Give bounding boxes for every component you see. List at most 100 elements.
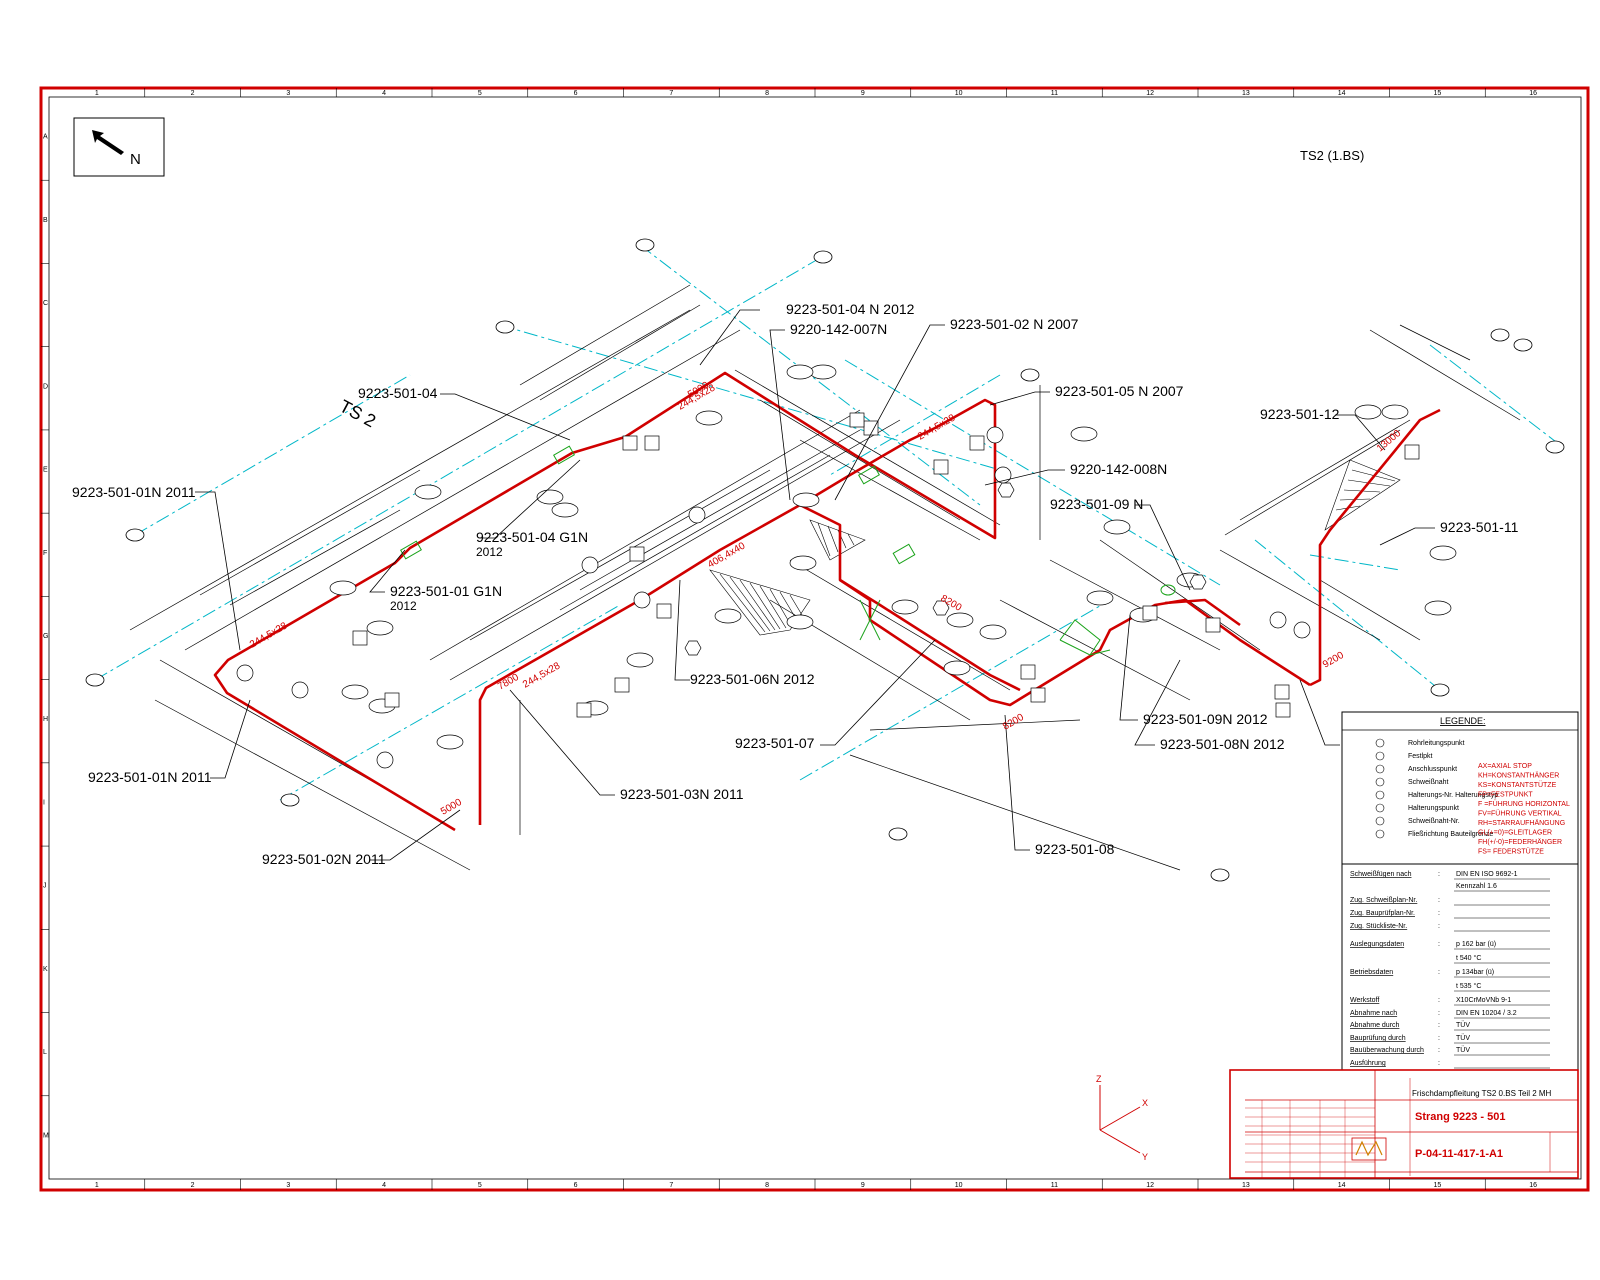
- data-row-value: DIN EN 10204 / 3.2: [1456, 1010, 1517, 1017]
- svg-text::: :: [1438, 969, 1440, 976]
- legend-symbol-icon: [1375, 751, 1385, 761]
- data-row-label: Zug. Stückliste-Nr.: [1350, 923, 1407, 930]
- grid-number: 2: [191, 90, 195, 97]
- pipe-label: 244,5x28: [248, 620, 290, 650]
- title-block: Frischdampfleitung TS2 0.BS Teil 2 MH St…: [1229, 1069, 1579, 1179]
- data-row-label: Bauüberwachung durch: [1350, 1047, 1424, 1054]
- ref-label: 9223-501-04 N 2012: [786, 301, 915, 317]
- support-box-icon: [622, 435, 638, 451]
- data-row-label: Schweißfügen nach: [1350, 871, 1412, 878]
- legend-code: FS= FEDERSTÜTZE: [1478, 848, 1544, 856]
- weld-hex-icon: [1189, 574, 1207, 590]
- pipe-label: 8200: [1001, 712, 1026, 733]
- legend-symbol-label: Festlpkt: [1408, 753, 1433, 760]
- support-tag-icon: [1354, 404, 1382, 420]
- grid-letter: A: [43, 134, 48, 141]
- support-box-icon: [1404, 444, 1420, 460]
- pipe-label: 13000: [1375, 428, 1404, 455]
- data-row-label: Ausführung: [1350, 1060, 1386, 1067]
- leader-lines: [195, 309, 1435, 861]
- grid-letter: F: [43, 550, 47, 557]
- data-row-value: p 134bar (ü): [1456, 969, 1494, 976]
- ref-label: 9223-501-04: [358, 385, 438, 401]
- legend-symbol-icon: [1375, 829, 1385, 839]
- legend-symbol-icon: [1375, 738, 1385, 748]
- legend-code: KH=KONSTANTHÄNGER: [1478, 772, 1559, 780]
- north-arrow-icon: [92, 130, 124, 155]
- node-circle-icon: [291, 681, 309, 699]
- weld-hex-icon: [932, 600, 950, 616]
- data-row-label: Auslegungsdaten: [1350, 941, 1404, 948]
- grid-number: 5: [478, 90, 482, 97]
- pipe-label: 244,5x28: [916, 412, 958, 442]
- grid-number: 13: [1242, 90, 1250, 97]
- support-tag-icon: [1103, 519, 1131, 535]
- legend-symbol-label: Schweißnaht: [1408, 779, 1449, 786]
- grid-number: 13: [1242, 1182, 1250, 1189]
- data-row-value: DIN EN ISO 9692-1: [1456, 871, 1518, 878]
- support-box-icon: [629, 546, 645, 562]
- legend-title: LEGENDE:: [1440, 716, 1486, 726]
- data-row-value: p 162 bar (ü): [1456, 941, 1496, 948]
- legend-code: F =FÜHRUNG HORIZONTAL: [1478, 800, 1570, 808]
- legend-symbol-icon: [1375, 816, 1385, 826]
- support-tag-icon: [1070, 426, 1098, 442]
- grid-letter: H: [43, 716, 48, 723]
- support-tag-icon: [329, 580, 357, 596]
- legend-code: RH=STARRAUFHÄNGUNG: [1478, 819, 1565, 827]
- grid-number: 7: [669, 1182, 673, 1189]
- grid-number: 2: [191, 1182, 195, 1189]
- grid-letter: J: [43, 883, 47, 890]
- support-tag-icon: [946, 612, 974, 628]
- grid-number: 4: [382, 90, 386, 97]
- data-row-label: Zug. Schweißplan-Nr.: [1350, 897, 1417, 904]
- data-row-label: Zug. Bauprüfplan-Nr.: [1350, 910, 1415, 917]
- drawing-number: P-04-11-417-1-A1: [1415, 1148, 1503, 1160]
- legend-symbol-label: Halterungs-Nr. Halterungstyp: [1408, 792, 1498, 799]
- ref-label: 9223-501-05 N 2007: [1055, 383, 1184, 399]
- support-tag-icon: [891, 599, 919, 615]
- support-box-icon: [614, 677, 630, 693]
- node-circle-icon: [994, 466, 1012, 484]
- data-row-value: t 535 °C: [1456, 982, 1481, 990]
- grid-letter: M: [43, 1132, 49, 1139]
- legend-symbol-icon: [1375, 790, 1385, 800]
- support-box-icon: [1205, 617, 1221, 633]
- grid-number: 3: [286, 90, 290, 97]
- support-tag-icon: [714, 608, 742, 624]
- support-tag-icon: [1381, 404, 1409, 420]
- ref-label: 9223-501-09N 2012: [1143, 711, 1268, 727]
- legend-codes: AX=AXIAL STOPKH=KONSTANTHÄNGERKS=KONSTAN…: [1478, 763, 1570, 856]
- pipe-label: 9200: [1321, 650, 1346, 671]
- grid-number: 7: [669, 90, 673, 97]
- svg-text::: :: [1438, 1047, 1440, 1054]
- node-circle-icon: [236, 664, 254, 682]
- node-circle-icon: [581, 556, 599, 574]
- node-circle-icon: [1269, 611, 1287, 629]
- support-tag-icon: [695, 410, 723, 426]
- drawing-frame: [39, 86, 1590, 1192]
- coordinate-axes-icon: [1099, 1085, 1141, 1154]
- legend-symbol-label: Halterungspunkt: [1408, 805, 1459, 812]
- support-tag-icon: [943, 660, 971, 676]
- data-row-value: X10CrMoVNb 9-1: [1456, 997, 1511, 1004]
- ref-label: 9223-501-02N 2011: [262, 851, 386, 867]
- grid-number: 15: [1433, 1182, 1441, 1189]
- support-tag-icon: [626, 652, 654, 668]
- data-row-value: TÜV: [1456, 1021, 1470, 1029]
- legend-symbol-label: Rohrleitungspunkt: [1408, 740, 1464, 747]
- grid-letter: K: [43, 966, 48, 973]
- grid-number: 12: [1146, 1182, 1154, 1189]
- reference-labels: 9223-501-04 N 2012 9220-142-007N 9223-50…: [72, 301, 1519, 867]
- node-circle-icon: [688, 506, 706, 524]
- support-tag-icon: [366, 620, 394, 636]
- grid-number: 16: [1529, 1182, 1537, 1189]
- support-box-icon: [1030, 687, 1046, 703]
- weld-hex-icon: [684, 640, 702, 656]
- svg-text::: :: [1438, 1022, 1440, 1029]
- legend-symbol-label: Schweißnaht-Nr.: [1408, 818, 1460, 825]
- legend-code: KS=KONSTANTSTÜTZE: [1478, 781, 1557, 789]
- ref-label: 9220-142-007N: [790, 321, 887, 337]
- ref-label: 9223-501-06N 2012: [690, 671, 815, 687]
- node-circle-icon: [986, 426, 1004, 444]
